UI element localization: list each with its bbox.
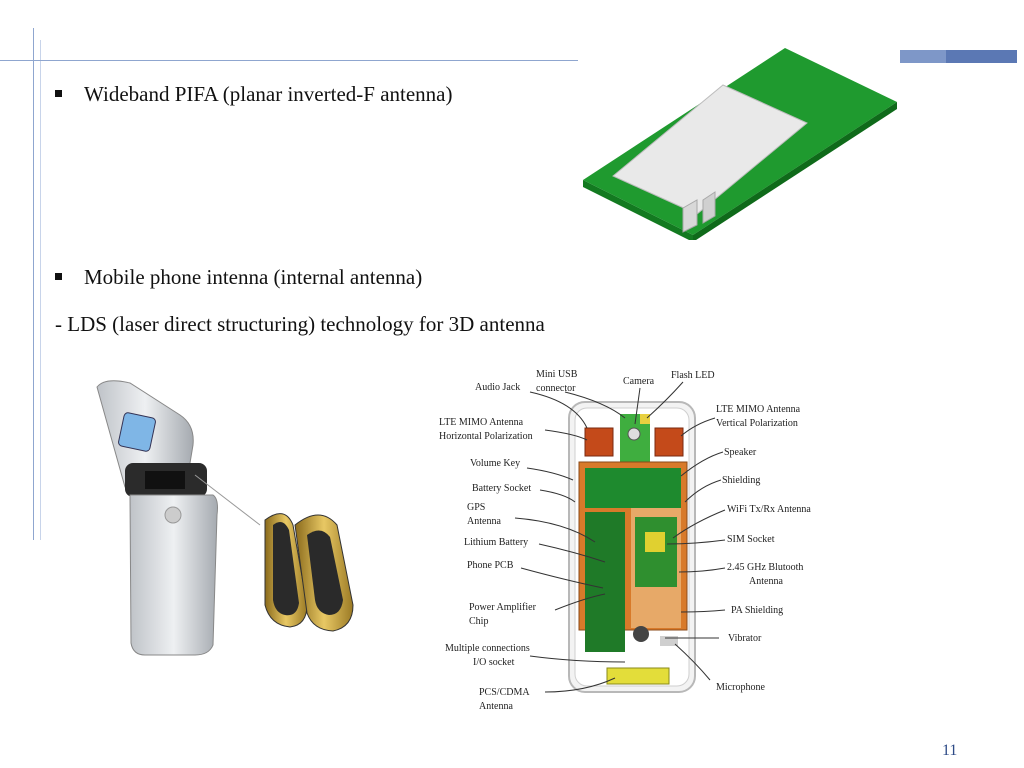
pifa-radiating-patch <box>612 84 808 215</box>
vibrator <box>633 626 649 642</box>
antenna-part-right-carrier <box>307 530 343 615</box>
label-io-socket: I/O socket <box>473 657 515 668</box>
leader-phone-pcb <box>520 567 604 589</box>
leader-bluetooth <box>678 567 726 573</box>
leader-shielding <box>684 479 722 503</box>
leader-camera <box>634 387 641 425</box>
label-lte-v-1: LTE MIMO Antenna <box>716 404 801 415</box>
bullet-pifa: Wideband PIFA (planar inverted-F antenna… <box>55 82 452 107</box>
label-mini-usb: Mini USB <box>536 369 578 380</box>
label-multiple-connections: Multiple connections <box>445 643 530 654</box>
left-vertical-rule <box>33 28 34 540</box>
label-flash-led: Flash LED <box>671 370 715 381</box>
pifa-feed-strip <box>682 199 698 233</box>
pointer-line <box>194 474 261 526</box>
leader-wifi <box>672 509 726 539</box>
label-volume-key: Volume Key <box>470 458 520 469</box>
bullet-square-icon <box>55 272 62 280</box>
bullet-mobile-antenna: Mobile phone intenna (internal antenna) <box>55 265 422 290</box>
lds-subtext: - LDS (laser direct structuring) technol… <box>55 312 545 336</box>
phone-external-screen <box>118 412 156 452</box>
leader-sim-socket <box>666 539 726 545</box>
top-horizontal-rule <box>0 60 578 61</box>
label-phone-pcb: Phone PCB <box>467 560 514 571</box>
flip-phone-illustration <box>96 380 354 656</box>
corner-accent-bar-light <box>900 50 946 63</box>
label-wifi-antenna: WiFi Tx/Rx Antenna <box>727 504 811 515</box>
label-pcs-cdma-antenna: Antenna <box>479 701 513 712</box>
label-lte-v-2: Vertical Polarization <box>716 418 798 429</box>
camera-lens <box>627 427 641 441</box>
phone-hinge-connector <box>145 471 185 489</box>
label-bluetooth-2: Antenna <box>749 576 783 587</box>
label-vibrator: Vibrator <box>728 633 762 644</box>
label-gps-antenna: Antenna <box>467 516 501 527</box>
left-vertical-rule-light <box>40 40 41 540</box>
label-battery-socket: Battery Socket <box>472 483 531 494</box>
pifa-short-strip <box>702 191 716 224</box>
speaker-board <box>585 468 681 508</box>
leader-pcs-cdma <box>544 677 616 693</box>
label-bluetooth-1: 2.45 GHz Blutooth <box>727 562 803 573</box>
flash-led <box>640 414 650 424</box>
leader-microphone <box>674 643 711 681</box>
pifa-ground-edge-right <box>693 102 897 240</box>
leader-flash-led <box>646 381 684 419</box>
sim-socket <box>645 532 665 552</box>
leader-gps <box>514 517 596 543</box>
label-speaker: Speaker <box>724 447 757 458</box>
leader-speaker <box>680 451 724 477</box>
bullet-pifa-text: Wideband PIFA (planar inverted-F antenna… <box>84 82 453 106</box>
leader-lithium-battery <box>538 543 606 563</box>
pcs-cdma-antenna <box>606 667 670 685</box>
label-power-amplifier: Power Amplifier <box>469 602 537 613</box>
leader-battery-socket <box>539 489 576 503</box>
leader-pa-shielding <box>680 609 726 613</box>
page-number: 11 <box>942 742 958 759</box>
label-chip: Chip <box>469 616 488 627</box>
label-lte-h-2: Horizontal Polarization <box>439 431 533 442</box>
microphone <box>660 636 678 646</box>
label-pa-shielding: PA Shielding <box>731 605 783 616</box>
label-connector: connector <box>536 383 576 394</box>
leader-mini-usb <box>564 391 626 419</box>
bullet-square-icon <box>55 89 62 97</box>
lte-mimo-horizontal-antenna <box>584 427 614 457</box>
bullet-mobile-antenna-text: Mobile phone intenna (internal antenna) <box>84 265 423 289</box>
label-gps: GPS <box>467 502 485 513</box>
label-camera: Camera <box>623 376 655 387</box>
leader-lte-h <box>544 429 588 441</box>
lithium-battery <box>585 512 625 652</box>
label-pcs-cdma: PCS/CDMA <box>479 687 530 698</box>
leader-io-socket <box>529 655 626 663</box>
antenna-part-left-carrier <box>273 521 299 616</box>
leader-volume-key <box>526 467 574 481</box>
pifa-ground-edge <box>583 180 693 240</box>
label-lithium-battery: Lithium Battery <box>464 537 528 548</box>
label-sim-socket: SIM Socket <box>727 534 775 545</box>
phone-speaker-grill <box>164 506 182 524</box>
label-lte-h-1: LTE MIMO Antenna <box>439 417 524 428</box>
leader-power-amp <box>554 593 606 611</box>
lte-mimo-vertical-antenna <box>654 427 684 457</box>
phone-bottom-half <box>129 494 218 656</box>
label-microphone: Microphone <box>716 682 765 693</box>
leader-audio-jack <box>529 391 588 429</box>
label-shielding: Shielding <box>722 475 760 486</box>
leader-lte-v <box>680 417 716 437</box>
smartphone-antenna-diagram: Audio Jack Mini USB connector LTE MIMO A… <box>439 369 811 712</box>
pifa-antenna-illustration <box>583 48 897 240</box>
label-audio-jack: Audio Jack <box>475 382 520 393</box>
